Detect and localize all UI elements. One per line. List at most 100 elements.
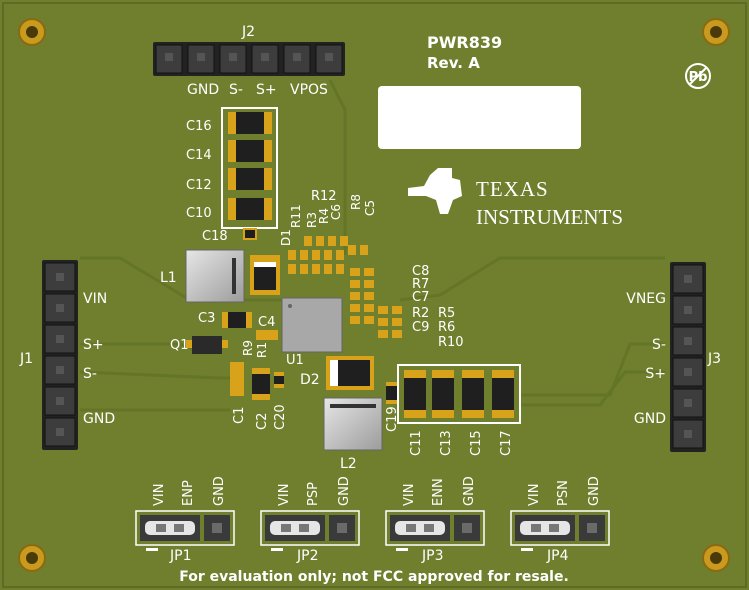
- refdes-l2: L2: [340, 456, 357, 472]
- board-revision: Rev. A: [427, 54, 480, 72]
- refdes-d2: D2: [300, 372, 320, 388]
- jumper-jp1[interactable]: [135, 510, 235, 551]
- pb-mark-text: Pb: [689, 70, 708, 85]
- capacitor-stack-top: [221, 107, 278, 229]
- refdes-q1: Q1: [170, 338, 189, 353]
- refdes-c1: C1: [232, 407, 247, 424]
- j1-pin-s-minus: S-: [83, 366, 97, 382]
- capacitor-c3: [222, 312, 252, 328]
- refdes-c13: C13: [439, 430, 454, 456]
- jp2-label-vin: VIN: [277, 484, 292, 506]
- jp2-label-psp: PSP: [306, 482, 321, 506]
- j1-pin-s-plus: S+: [83, 337, 104, 353]
- jp4-label-psn: PSN: [556, 480, 571, 506]
- capacitor-c1: [230, 362, 244, 396]
- j1-refdes: J1: [19, 351, 33, 367]
- refdes-r12: R12: [311, 189, 337, 204]
- fcc-disclaimer: For evaluation only; not FCC approved fo…: [179, 569, 569, 585]
- ti-logo: Texas Instruments: [408, 168, 623, 229]
- header-j2[interactable]: [153, 42, 345, 76]
- refdes-r2: R2: [412, 306, 429, 321]
- header-j3[interactable]: [670, 262, 706, 452]
- refdes-r8: R8: [349, 194, 363, 210]
- capacitor-stack-bottom: [397, 364, 521, 424]
- refdes-c20: C20: [273, 404, 288, 430]
- refdes-d1: D1: [279, 229, 293, 246]
- refdes-c8: C8: [412, 264, 429, 279]
- logo-line-1: Texas: [476, 177, 549, 201]
- capacitor-c19: [386, 382, 398, 404]
- refdes-r11: R11: [289, 204, 303, 228]
- diode-d1: [250, 255, 280, 295]
- jp3-label-enn: ENN: [431, 478, 446, 506]
- refdes-r4: R4: [317, 208, 331, 224]
- transistor-q1: [186, 336, 228, 354]
- jp4-label-vin: VIN: [527, 484, 542, 506]
- j1-pin-vin: VIN: [83, 291, 107, 307]
- jp3-refdes: JP3: [421, 548, 443, 564]
- refdes-u1: U1: [286, 353, 304, 368]
- jp4-refdes: JP4: [546, 548, 569, 564]
- refdes-c7: C7: [412, 290, 429, 305]
- j3-refdes: J3: [707, 351, 721, 367]
- refdes-r7: R7: [412, 277, 429, 292]
- board-name: PWR839: [427, 33, 502, 52]
- jumper-jp2[interactable]: [260, 510, 360, 551]
- capacitor-c2: [252, 368, 270, 400]
- serial-label-area: [378, 86, 581, 149]
- refdes-r9: R9: [241, 340, 255, 356]
- refdes-c9: C9: [412, 320, 429, 335]
- refdes-r6: R6: [438, 320, 455, 335]
- capacitor-c20: [274, 372, 284, 388]
- mounting-hole-bottom-right: [702, 544, 730, 572]
- j3-pin-vneg: VNEG: [626, 291, 666, 307]
- mounting-hole-bottom-left: [18, 544, 46, 572]
- jp1-label-gnd: GND: [212, 476, 227, 506]
- jp2-label-gnd: GND: [337, 476, 352, 506]
- mounting-hole-top-left: [18, 18, 46, 46]
- refdes-c5: C5: [363, 200, 377, 216]
- ti-bug-icon: [408, 168, 462, 214]
- diode-d2: [326, 356, 374, 390]
- logo-line-2: Instruments: [476, 205, 623, 229]
- inductor-l1: [185, 249, 245, 303]
- j2-refdes: J2: [241, 24, 255, 40]
- j3-pin-gnd: GND: [634, 411, 666, 427]
- j2-pin-vpos: VPOS: [290, 82, 328, 98]
- jp4-label-gnd: GND: [587, 476, 602, 506]
- mounting-hole-top-right: [702, 18, 730, 46]
- refdes-c10: C10: [186, 206, 212, 221]
- refdes-c16: C16: [186, 119, 212, 134]
- jumper-jp4[interactable]: [510, 510, 610, 551]
- refdes-l1: L1: [160, 270, 177, 286]
- jp1-label-enp: ENP: [181, 480, 196, 506]
- refdes-c15: C15: [469, 430, 484, 456]
- jp3-label-gnd: GND: [462, 476, 477, 506]
- refdes-c12: C12: [186, 178, 212, 193]
- refdes-c17: C17: [499, 430, 514, 456]
- jp2-refdes: JP2: [296, 548, 318, 564]
- refdes-r10: R10: [438, 335, 464, 350]
- refdes-r1: R1: [255, 342, 269, 358]
- j2-pin-s-minus: S-: [229, 82, 243, 98]
- refdes-c3: C3: [198, 311, 215, 326]
- inductor-l2: [323, 397, 383, 451]
- refdes-c4: C4: [258, 315, 275, 330]
- header-j1[interactable]: [42, 260, 78, 450]
- passives-right-column: [350, 268, 402, 338]
- jp1-label-vin: VIN: [152, 484, 167, 506]
- refdes-c6: C6: [329, 204, 343, 220]
- pb-free-mark: Pb: [685, 63, 711, 89]
- refdes-c14: C14: [186, 148, 212, 163]
- jumper-jp3[interactable]: [385, 510, 485, 551]
- refdes-c19: C19: [385, 406, 400, 432]
- j3-pin-s-minus: S-: [652, 337, 666, 353]
- refdes-r3: R3: [305, 212, 319, 228]
- j2-pin-s-plus: S+: [256, 82, 277, 98]
- j2-pin-gnd: GND: [187, 82, 219, 98]
- refdes-c18: C18: [202, 229, 228, 244]
- jp1-refdes: JP1: [169, 548, 191, 564]
- j1-pin-gnd: GND: [83, 411, 115, 427]
